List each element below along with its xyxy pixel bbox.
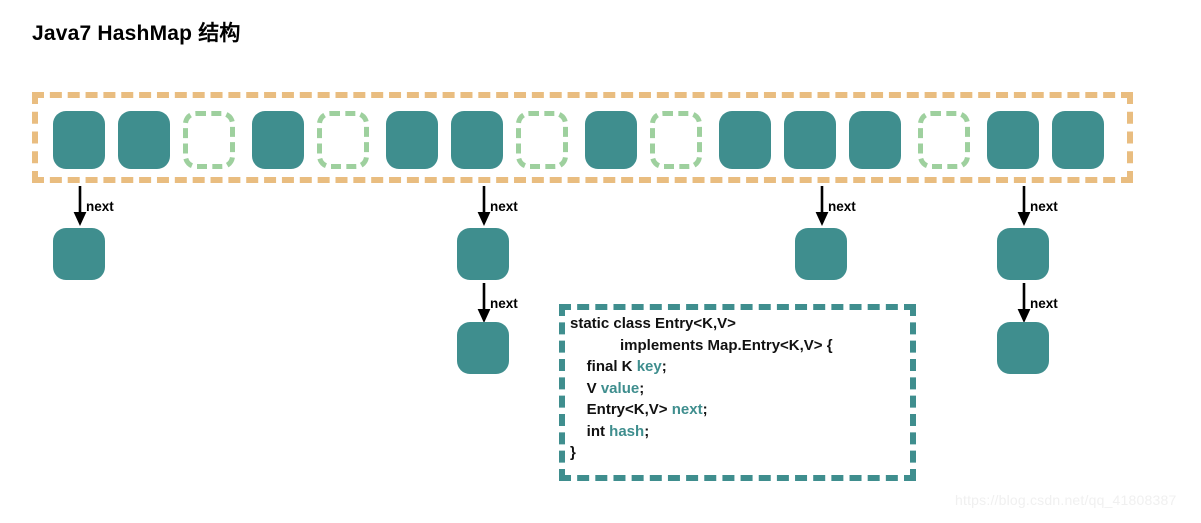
code-line-2: final K key; bbox=[570, 356, 910, 378]
code-text-segment: Entry<K,V> bbox=[570, 401, 672, 418]
array-slot-1-occupied bbox=[118, 111, 170, 169]
array-slot-7-empty bbox=[516, 111, 568, 169]
array-slot-12-occupied bbox=[849, 111, 901, 169]
chain-slot-11-node-0 bbox=[795, 228, 847, 280]
code-line-5: int hash; bbox=[570, 421, 910, 443]
array-slot-2-empty bbox=[183, 111, 235, 169]
chain-slot-6-next-label-0: next bbox=[490, 199, 518, 214]
code-line-6: } bbox=[570, 442, 910, 464]
chain-slot-14-node-0 bbox=[997, 228, 1049, 280]
code-text-segment: static class Entry<K,V> bbox=[570, 315, 736, 332]
entry-class-code-box bbox=[559, 304, 916, 481]
watermark: https://blog.csdn.net/qq_41808387 bbox=[955, 492, 1177, 508]
array-slot-11-occupied bbox=[784, 111, 836, 169]
array-slot-15-occupied bbox=[1052, 111, 1104, 169]
code-keyword: next bbox=[671, 401, 703, 418]
code-text-segment: final K bbox=[570, 358, 637, 375]
code-line-4: Entry<K,V> next; bbox=[570, 399, 910, 421]
code-keyword: value bbox=[600, 379, 640, 397]
chain-slot-0-node-0 bbox=[53, 228, 105, 280]
chain-slot-14-node-1 bbox=[997, 322, 1049, 374]
array-slot-9-empty bbox=[650, 111, 702, 169]
code-text-segment: ; bbox=[639, 379, 645, 397]
array-slot-14-occupied bbox=[987, 111, 1039, 169]
array-slot-8-occupied bbox=[585, 111, 637, 169]
code-text-segment: int bbox=[570, 422, 610, 440]
chain-slot-14-next-label-0: next bbox=[1030, 199, 1058, 214]
chain-slot-0-next-arrow-0 bbox=[69, 186, 91, 226]
chain-slot-11-next-label-0: next bbox=[828, 199, 856, 214]
array-slot-4-empty bbox=[317, 111, 369, 169]
chain-slot-14-next-label-1: next bbox=[1030, 296, 1058, 311]
array-slot-0-occupied bbox=[53, 111, 105, 169]
code-text-segment: implements Map.Entry<K,V> { bbox=[570, 336, 833, 354]
chain-slot-0-next-label-0: next bbox=[86, 199, 114, 214]
code-line-1: implements Map.Entry<K,V> { bbox=[570, 335, 910, 357]
chain-slot-6-next-arrow-1 bbox=[473, 283, 495, 323]
chain-slot-14-next-arrow-1 bbox=[1013, 283, 1035, 323]
code-keyword: hash bbox=[609, 422, 645, 440]
chain-slot-6-next-label-1: next bbox=[490, 296, 518, 311]
entry-class-code-text: static class Entry<K,V> implements Map.E… bbox=[570, 313, 910, 464]
chain-slot-14-next-arrow-0 bbox=[1013, 186, 1035, 226]
code-line-0: static class Entry<K,V> bbox=[570, 313, 910, 335]
page-title: Java7 HashMap 结构 bbox=[32, 22, 241, 45]
hash-table-array-container bbox=[32, 92, 1133, 183]
code-keyword: key bbox=[636, 358, 662, 375]
array-slot-10-occupied bbox=[719, 111, 771, 169]
chain-slot-11-next-arrow-0 bbox=[811, 186, 833, 226]
chain-slot-6-node-0 bbox=[457, 228, 509, 280]
code-text-segment: } bbox=[570, 444, 576, 461]
array-slot-6-occupied bbox=[451, 111, 503, 169]
code-text-segment: V bbox=[570, 379, 601, 397]
array-slot-3-occupied bbox=[252, 111, 304, 169]
chain-slot-6-node-1 bbox=[457, 322, 509, 374]
code-line-3: V value; bbox=[570, 378, 910, 400]
chain-slot-6-next-arrow-0 bbox=[473, 186, 495, 226]
code-text-segment: ; bbox=[661, 358, 667, 375]
code-text-segment: ; bbox=[702, 401, 708, 418]
code-text-segment: ; bbox=[644, 422, 650, 440]
array-slot-13-empty bbox=[918, 111, 970, 169]
array-slot-5-occupied bbox=[386, 111, 438, 169]
